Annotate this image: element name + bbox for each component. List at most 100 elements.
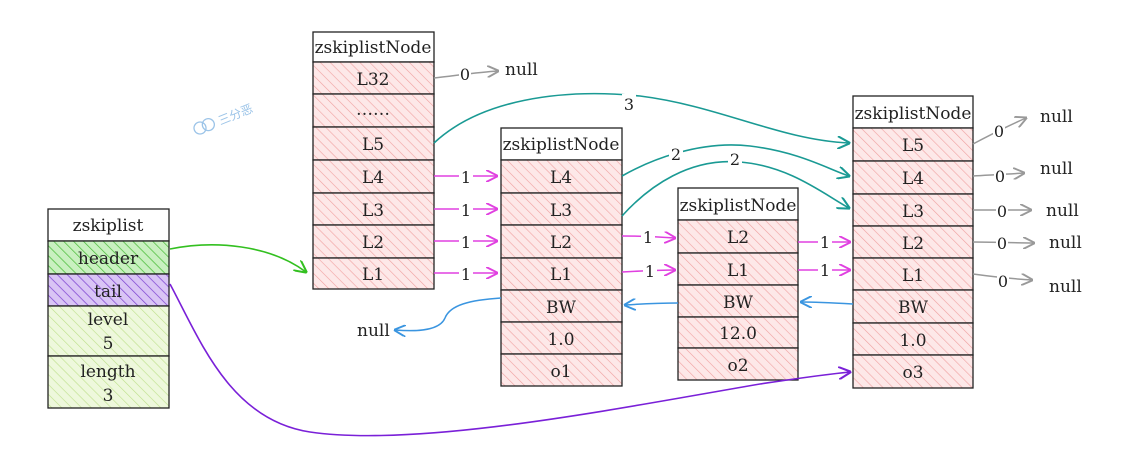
node1-level-label: L2 <box>550 233 572 253</box>
null-label: null <box>505 60 538 80</box>
span-label: 0 <box>995 167 1005 186</box>
node1-level-label: L3 <box>550 201 572 221</box>
node1-title: zskiplistNode <box>503 135 620 155</box>
skip-links: 3 2 2 <box>433 92 849 217</box>
backward-arrow <box>625 303 679 305</box>
header-pointer-arrow <box>169 244 306 272</box>
null-label: null <box>1049 233 1082 253</box>
node2-obj-cell <box>677 347 799 381</box>
node1-level-cell <box>500 192 623 226</box>
null-label: null <box>1049 277 1082 297</box>
span-label: 2 <box>730 150 740 169</box>
span-label: 1 <box>461 201 471 220</box>
node1-level-cell <box>500 224 623 259</box>
header-level-label: L32 <box>357 70 390 90</box>
node3-obj-cell <box>852 354 974 389</box>
span-label: 0 <box>994 122 1004 141</box>
header-to-node1-links: 1 1 1 1 <box>434 166 497 284</box>
header-field <box>47 240 170 275</box>
header-level-label: L4 <box>362 168 384 188</box>
node1-obj: o1 <box>550 362 571 382</box>
tail-pointer-arrow <box>169 283 850 437</box>
header-level-cell <box>312 93 435 128</box>
node3-level-label: L5 <box>902 136 924 156</box>
node1-obj-cell <box>500 353 623 387</box>
header-level-label: L3 <box>362 201 384 221</box>
watermark: 三分恶 <box>193 101 255 135</box>
node3-level-label: L2 <box>902 234 924 254</box>
node3-backward-label: BW <box>898 298 928 318</box>
header-node: zskiplistNode L32 …… L5 L4 L3 L2 L1 <box>312 31 435 290</box>
span-label: 0 <box>997 202 1007 221</box>
length-field-label: length <box>80 362 135 382</box>
header-level-label: L1 <box>362 265 384 285</box>
span-label: 1 <box>643 228 653 247</box>
node3-level-cell <box>852 127 974 162</box>
header-node-title: zskiplistNode <box>315 38 432 58</box>
backward-links: null <box>357 297 854 341</box>
node-o2: zskiplistNode L2 L1 BW 12.0 o2 <box>677 187 799 381</box>
node2-level-cell <box>677 252 799 286</box>
backward-arrow <box>395 297 502 331</box>
null-label: null <box>357 321 390 341</box>
node2-obj: o2 <box>727 356 748 376</box>
node1-backward-label: BW <box>546 298 576 318</box>
span-label: 0 <box>997 234 1007 253</box>
node2-backward-label: BW <box>723 293 753 313</box>
node2-score-cell <box>677 316 799 349</box>
span-label: 0 <box>460 65 470 84</box>
backward-arrow <box>801 302 854 304</box>
node1-to-node2-links: 1 1 <box>621 227 675 281</box>
span-label: 0 <box>998 272 1008 291</box>
span-label: 1 <box>645 262 655 281</box>
span-label: 3 <box>624 95 634 114</box>
node2-title: zskiplistNode <box>680 196 797 216</box>
node2-level-cell <box>677 219 799 254</box>
node3-level-label: L3 <box>902 202 924 222</box>
header-level-cell <box>312 159 435 194</box>
node1-level-cell <box>500 257 623 291</box>
level-field-value: 5 <box>103 334 114 354</box>
node3-level-label: L1 <box>902 266 924 286</box>
span-label: 1 <box>461 265 471 284</box>
node3-level-cell <box>852 160 974 195</box>
span-label: 1 <box>820 233 830 252</box>
zskiplist-title: zskiplist <box>73 216 144 236</box>
header-level-label: L2 <box>362 233 384 253</box>
header-field-label: header <box>78 249 139 269</box>
level-field-label: level <box>88 310 129 330</box>
zskiplist-struct: zskiplist header tail level 5 length 3 <box>47 208 170 409</box>
node-o3: zskiplistNode L5 L4 L3 L2 L1 BW 1.0 o3 <box>852 95 974 389</box>
node2-to-node3-links: 1 1 <box>798 232 850 280</box>
node1-backward-cell <box>500 289 623 323</box>
header-level-label: L5 <box>362 135 384 155</box>
span-label: 2 <box>671 145 681 164</box>
span-label: 1 <box>820 261 830 280</box>
node3-obj: o3 <box>902 363 923 383</box>
skip-arrow <box>621 144 849 176</box>
watermark-text: 三分恶 <box>216 101 255 127</box>
span-label: 1 <box>461 168 471 187</box>
node3-level-cell <box>852 193 974 227</box>
node3-title: zskiplistNode <box>855 104 972 124</box>
header-level-label: …… <box>356 100 390 120</box>
header-level-cell <box>312 224 435 259</box>
length-field-value: 3 <box>103 386 114 406</box>
node2-level-label: L2 <box>727 228 749 248</box>
null-label: null <box>1046 201 1079 221</box>
node3-level-label: L4 <box>902 169 924 189</box>
node-o1: zskiplistNode L4 L3 L2 L1 BW 1.0 o1 <box>500 127 623 387</box>
null-terminations: 0 null 0 null 0 null 0 null 0 null 0 nul… <box>433 60 1082 297</box>
level-field <box>47 305 170 357</box>
tail-field-label: tail <box>94 282 122 302</box>
node1-score: 1.0 <box>547 330 574 350</box>
node1-score-cell <box>500 321 623 355</box>
node1-level-label: L1 <box>550 265 572 285</box>
node2-level-label: L1 <box>727 261 749 281</box>
null-label: null <box>1040 159 1073 179</box>
node1-level-label: L4 <box>550 168 572 188</box>
skip-arrow <box>433 92 849 143</box>
node3-score: 1.0 <box>899 331 926 351</box>
